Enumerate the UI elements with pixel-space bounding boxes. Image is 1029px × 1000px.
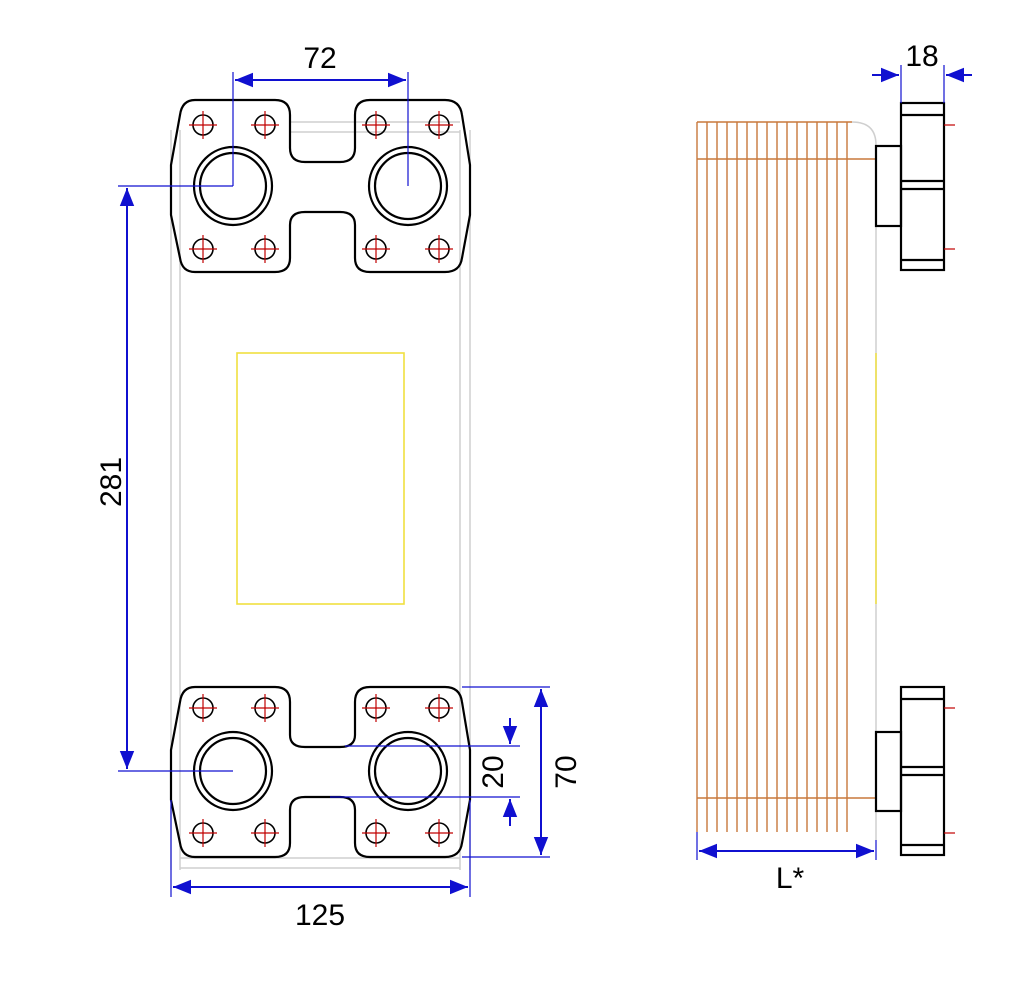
dim-label-20: 20	[477, 755, 510, 788]
side-top-connection	[874, 101, 955, 272]
dim-label-125: 125	[295, 899, 345, 932]
dim-label-length: L*	[776, 862, 805, 895]
dimension-length: L*	[696, 832, 877, 895]
dimension-width: 125	[170, 800, 471, 932]
bolt-hole	[425, 694, 453, 722]
dimension-flange-thickness: 18	[872, 40, 972, 103]
dimension-flange-height: 70	[462, 686, 583, 858]
dimension-connection-offset: 20	[330, 718, 520, 826]
bolt-hole	[251, 235, 279, 263]
side-bottom-connection	[874, 685, 955, 857]
bolt-hole	[425, 235, 453, 263]
bolt-hole	[362, 819, 390, 847]
top-flange	[169, 98, 472, 274]
bolt-hole	[251, 694, 279, 722]
front-view: 72 281 125 20 70	[95, 42, 583, 932]
side-view: 18 L*	[696, 40, 972, 895]
bolt-hole	[362, 111, 390, 139]
bolt-hole	[425, 819, 453, 847]
dimension-port-center-distance: 281	[95, 185, 233, 772]
bolt-hole	[251, 819, 279, 847]
bolt-hole	[189, 819, 217, 847]
bolt-holes	[189, 111, 453, 847]
dim-label-70: 70	[550, 755, 583, 788]
plate-body-outline	[170, 121, 471, 870]
dim-label-281: 281	[95, 457, 128, 507]
bolt-hole	[362, 694, 390, 722]
dim-label-18: 18	[905, 40, 938, 73]
bolt-hole	[425, 111, 453, 139]
bolt-hole	[251, 111, 279, 139]
bolt-hole	[362, 235, 390, 263]
bolt-hole	[189, 235, 217, 263]
bottom-flange	[169, 685, 472, 859]
bolt-hole	[189, 694, 217, 722]
plate-pack	[696, 121, 877, 840]
dimension-port-spacing: 72	[232, 42, 409, 186]
bolt-hole	[189, 111, 217, 139]
label-area	[236, 352, 405, 605]
dim-label-72: 72	[303, 42, 336, 75]
port-bottom-right	[367, 730, 449, 812]
